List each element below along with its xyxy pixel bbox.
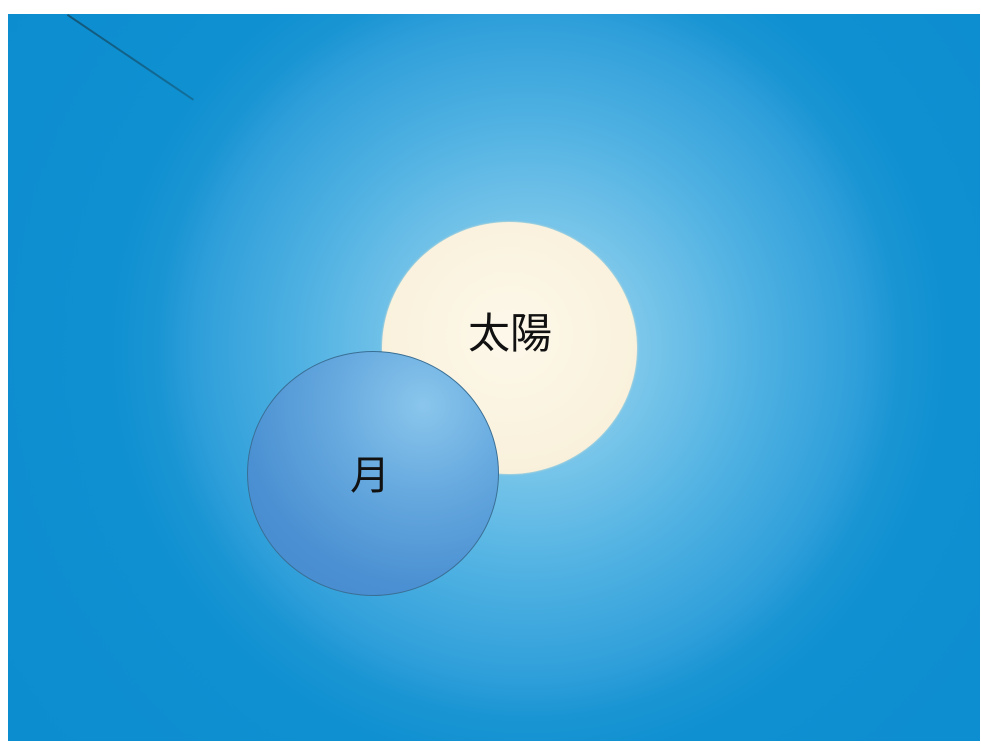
sky-background: 太陽 月 bbox=[8, 14, 980, 741]
light-streak bbox=[66, 14, 195, 101]
moon-label: 月 bbox=[350, 453, 390, 499]
sun-label: 太陽 bbox=[468, 309, 553, 358]
moon-disc bbox=[247, 351, 499, 596]
